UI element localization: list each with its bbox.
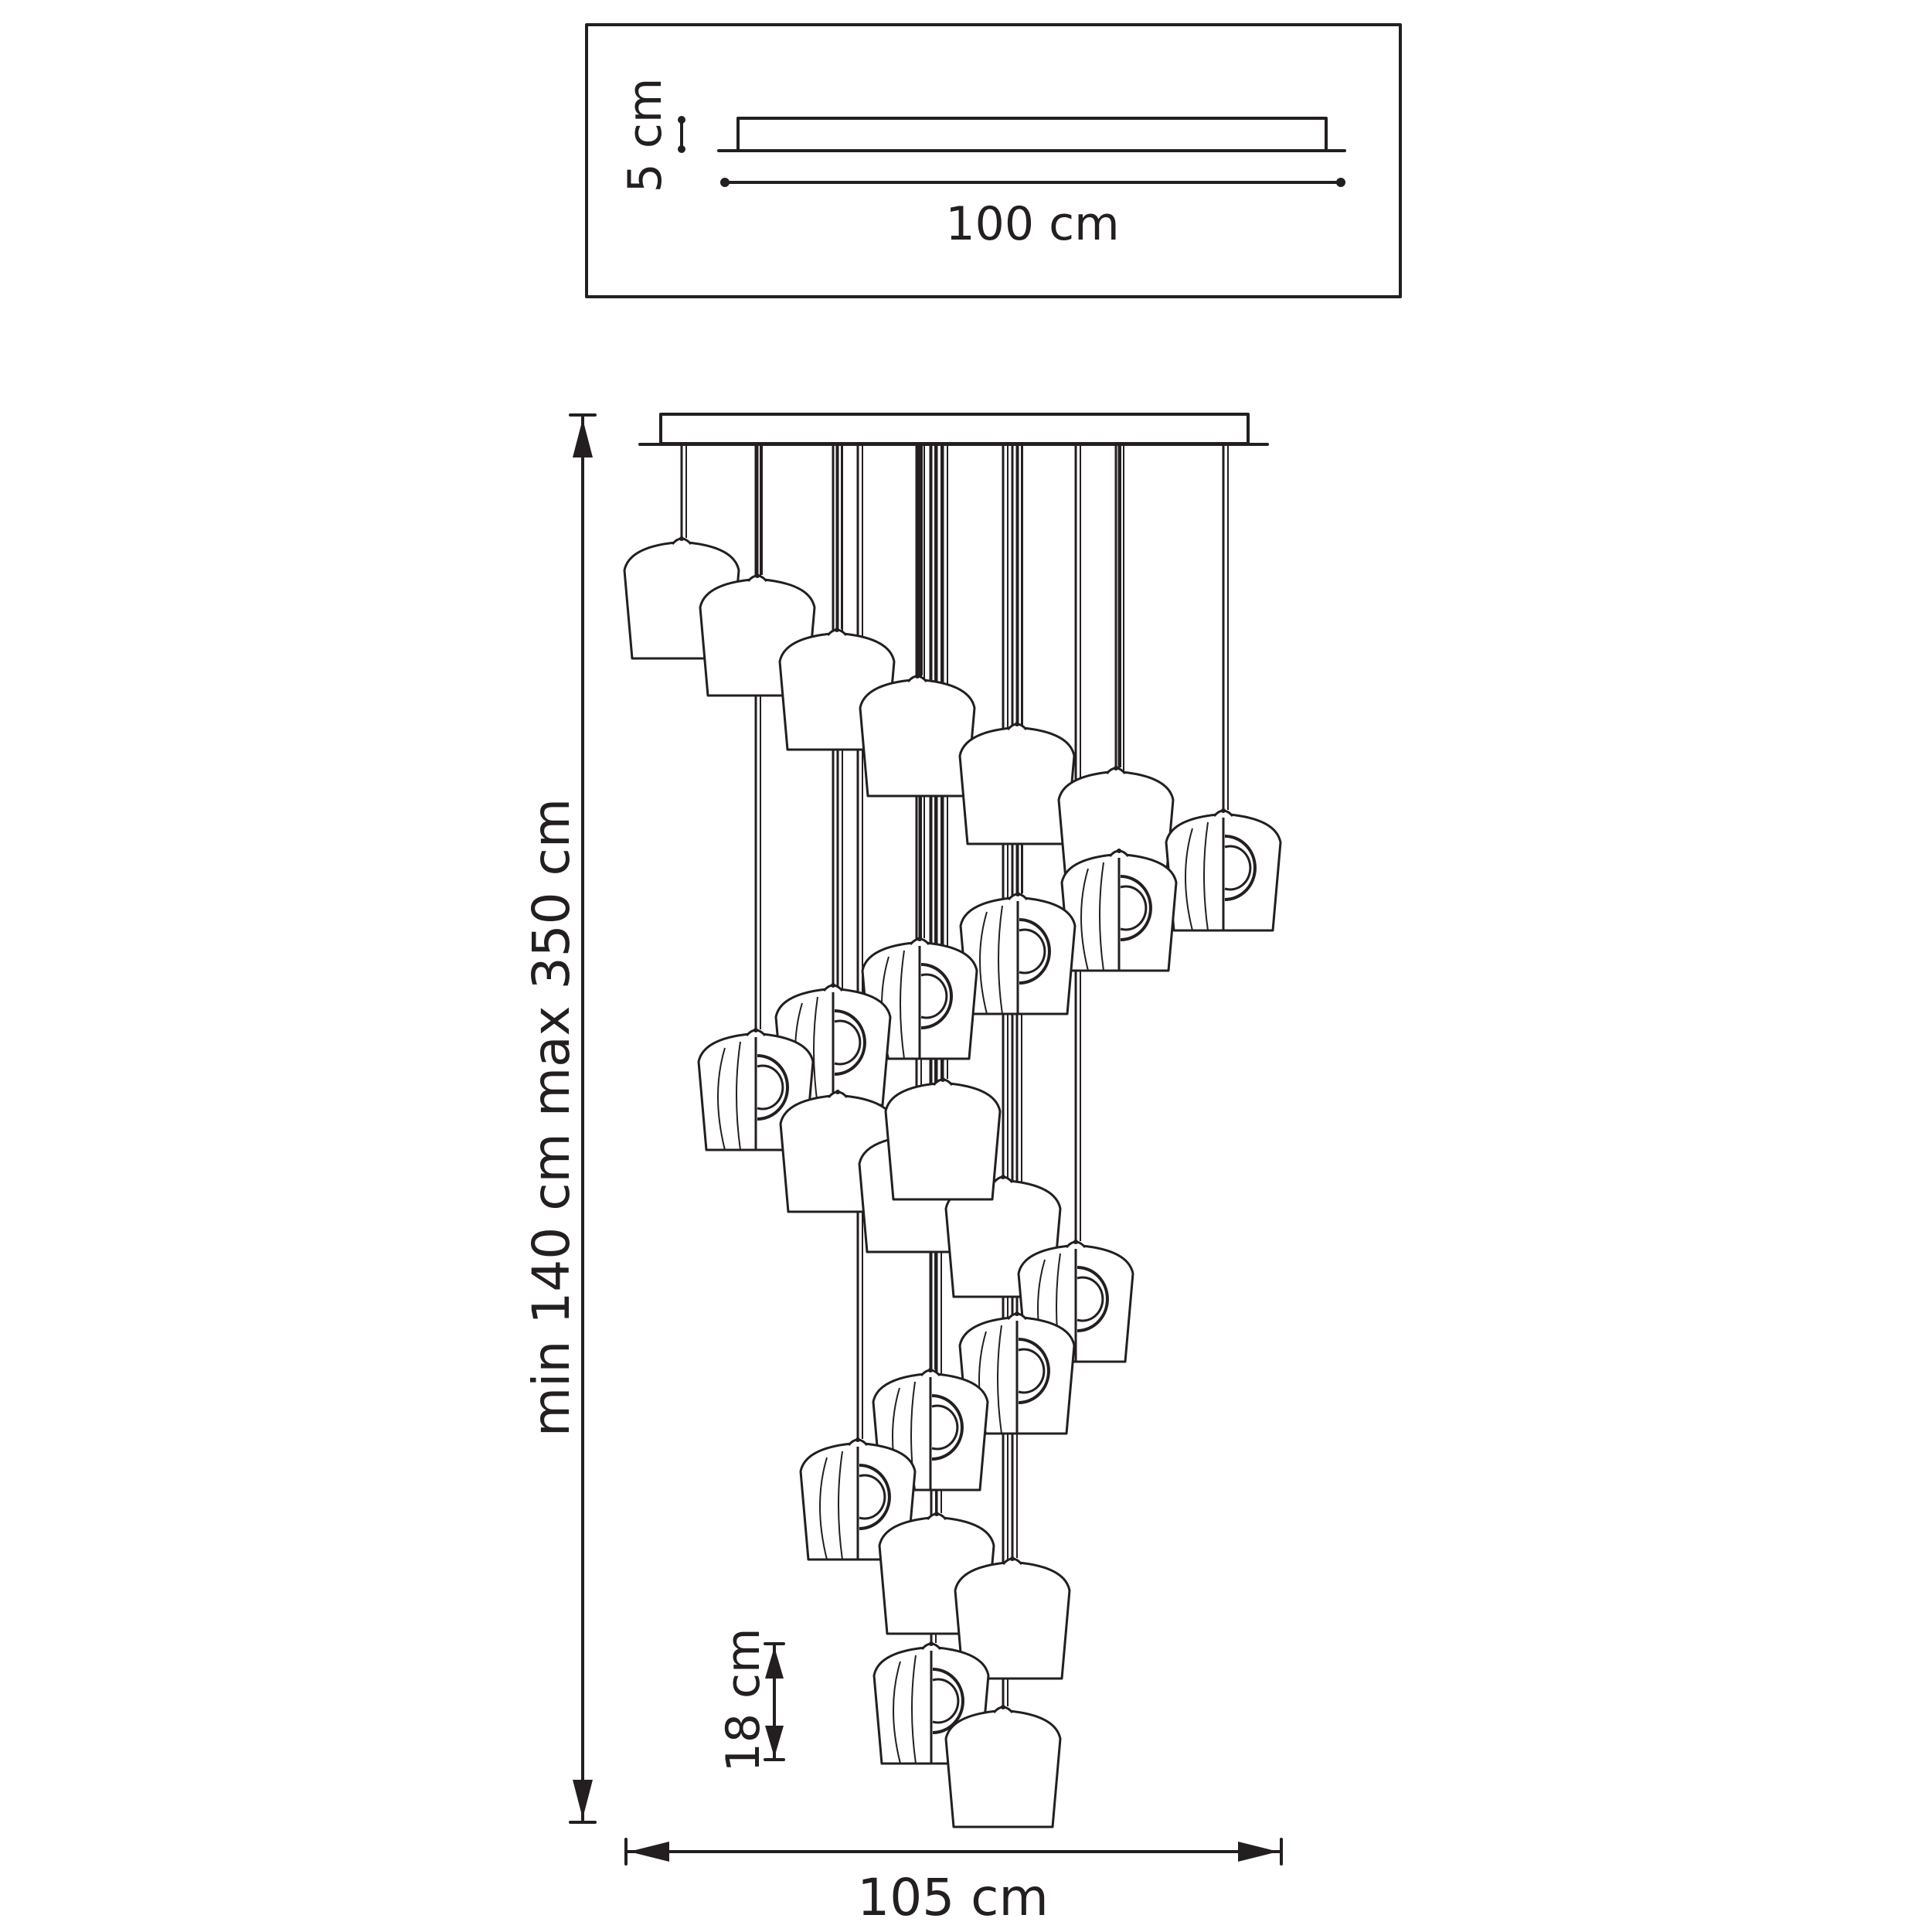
shade-facet-line: [900, 950, 905, 1060]
inset-canopy-plate: [736, 117, 1328, 152]
shade-facet-line: [813, 996, 818, 1106]
inset-width-dot-right: [1336, 178, 1345, 187]
shade-cap-dot: [1001, 1175, 1005, 1179]
pendant-shade: [954, 1556, 1071, 1680]
shade-facet-line: [979, 911, 988, 1015]
bulb-outline: [1077, 1266, 1109, 1332]
bulb-inner-outline: [920, 973, 948, 1019]
shade-facet-line: [819, 1457, 828, 1560]
canopy-inset: 5 cm 100 cm: [585, 23, 1402, 298]
shade-facet-line: [997, 1325, 1002, 1434]
shade-cap-dot: [1001, 1705, 1005, 1709]
pendant-shade: [697, 1028, 815, 1151]
inset-width-label: 100 cm: [945, 197, 1119, 251]
bulb-outline: [932, 1668, 964, 1734]
shade-glass-outline: [954, 1561, 1071, 1680]
shade-cap-dot: [1015, 722, 1019, 726]
shade-cap-dot: [915, 674, 920, 679]
shade-cap-dot: [1015, 1311, 1019, 1316]
pendant-shade: [1060, 849, 1178, 972]
main-canopy: [638, 413, 1269, 446]
inset-depth-dot-bottom: [678, 145, 685, 153]
bulb-outline: [859, 1464, 891, 1530]
shade-glass-outline: [958, 726, 1076, 845]
shade-cap-dot: [940, 1077, 945, 1082]
shade-facet-line: [736, 1041, 741, 1151]
width-dimension: 105 cm: [624, 1838, 1283, 1927]
shade-cap-dot: [1010, 1556, 1015, 1561]
width-arrow-right: [1238, 1842, 1278, 1862]
shade-height-dimension: 18 cm: [716, 1628, 785, 1773]
bulb-inner-outline: [1224, 845, 1252, 891]
shade-cap-dot: [1114, 766, 1118, 770]
pendant-shade: [958, 722, 1076, 845]
height-dimension: min 140 cm max 350 cm: [522, 413, 597, 1824]
width-arrow-left: [629, 1842, 669, 1862]
shade-cap-dot: [929, 1641, 934, 1646]
shade-facet-line: [838, 1451, 843, 1560]
shade-cap-dot: [855, 1437, 860, 1442]
shade-facet-line: [1099, 862, 1104, 971]
bulb-inner-outline: [859, 1474, 886, 1520]
height-label: min 140 cm max 350 cm: [522, 798, 581, 1437]
bulb-outline: [834, 1009, 866, 1076]
main-canopy-plate: [659, 413, 1250, 445]
width-label: 105 cm: [857, 1868, 1049, 1927]
inset-depth-label: 5 cm: [618, 78, 672, 193]
shade-facet-line: [998, 905, 1003, 1015]
bulb-inner-outline: [1019, 928, 1046, 975]
bulb-inner-outline: [834, 1019, 862, 1066]
shade-height-label: 18 cm: [716, 1628, 770, 1773]
pendant-shades: [623, 536, 1282, 1828]
bulb-outline: [931, 1394, 964, 1461]
pendant-shade: [1165, 808, 1282, 932]
shade-facet-line: [1203, 821, 1209, 931]
pendant-shade: [944, 1705, 1062, 1828]
pendant-shade: [859, 674, 976, 798]
shade-cap-dot: [934, 1512, 939, 1516]
shade-cap-dot: [835, 1090, 840, 1094]
inset-width-dot-left: [720, 178, 730, 187]
shade-height-arrow-top: [765, 1647, 784, 1679]
bulb-inner-outline: [932, 1678, 960, 1724]
bulb-outline: [1018, 1338, 1050, 1404]
bulb-outline: [1019, 918, 1051, 985]
shade-glass-outline: [944, 1709, 1062, 1828]
shade-glass-outline: [859, 679, 976, 798]
shade-cap-dot: [831, 983, 835, 988]
shade-cap-dot: [928, 1368, 933, 1372]
shade-facet-line: [893, 1661, 901, 1764]
bulb-inner-outline: [757, 1064, 784, 1111]
inset-depth-dot-top: [678, 116, 685, 124]
shade-facet-line: [717, 1047, 726, 1151]
shade-cap-dot: [835, 628, 839, 632]
shade-facet-line: [1080, 868, 1089, 971]
bulb-inner-outline: [1120, 885, 1148, 931]
bulb-outline: [1224, 835, 1257, 901]
shade-cap-dot: [753, 1028, 758, 1032]
height-arrow-bottom: [573, 1780, 593, 1818]
shade-height-arrow-bottom: [765, 1726, 784, 1757]
bulb-outline: [1120, 875, 1152, 941]
bulb-outline: [757, 1054, 789, 1121]
inset-frame: [585, 23, 1402, 298]
shade-cap-dot: [1073, 1240, 1078, 1244]
bulb-inner-outline: [1077, 1276, 1104, 1322]
bulb-inner-outline: [1018, 1348, 1046, 1394]
bulb-inner-outline: [931, 1404, 959, 1451]
shade-glass-outline: [884, 1082, 1002, 1201]
pendant-shade: [884, 1077, 1002, 1201]
shade-cap-dot: [1015, 892, 1020, 896]
shade-cap-dot: [679, 536, 684, 541]
shade-cap-dot: [1117, 849, 1121, 853]
shade-cap-dot: [755, 573, 760, 578]
height-arrow-top: [573, 419, 593, 457]
shade-facet-line: [911, 1655, 917, 1764]
shade-cap-dot: [917, 937, 922, 941]
shade-cap-dot: [1221, 808, 1226, 813]
shade-facet-line: [1185, 828, 1193, 931]
pendant-shade: [959, 892, 1077, 1015]
bulb-outline: [920, 963, 953, 1029]
